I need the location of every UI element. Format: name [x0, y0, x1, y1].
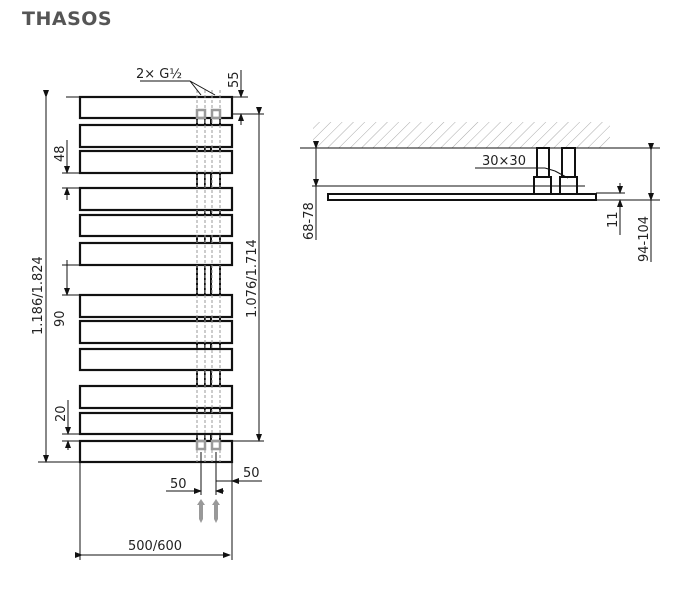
dim-pipe-left: 50: [170, 477, 187, 492]
dim-top-offset: 55: [227, 71, 242, 88]
connection-label: 2× G½: [136, 67, 182, 82]
radiator-side-panel: [327, 193, 597, 201]
dim-total-height: 1.186/1.824: [31, 256, 46, 335]
dim-pipe-right: 50: [243, 466, 260, 481]
front-view: 2× G½ 1.186/1.824 1.076/1.714 55 48 90 2…: [31, 67, 264, 560]
side-view: 30×30 68-78 11 94-104: [300, 122, 660, 262]
wall-hatch: [313, 122, 610, 148]
dim-width: 500/600: [128, 539, 182, 554]
dim-connection-spacing: 1.076/1.714: [245, 239, 260, 318]
hidden-lines: [196, 90, 221, 462]
product-title: THASOS: [22, 8, 113, 30]
dim-panel-thickness: 11: [606, 211, 621, 228]
flow-arrows-icon: [197, 499, 220, 523]
dim-gap-90: 90: [53, 310, 68, 327]
dim-gap-20: 20: [54, 405, 69, 422]
radiator-panels: [78, 95, 234, 464]
connection-markers: [195, 108, 222, 451]
fitting-size-label: 30×30: [482, 154, 526, 169]
dim-wall-depth: 94-104: [637, 216, 652, 262]
dim-wall-to-pipe: 68-78: [302, 202, 317, 240]
dim-gap-48: 48: [53, 145, 68, 162]
